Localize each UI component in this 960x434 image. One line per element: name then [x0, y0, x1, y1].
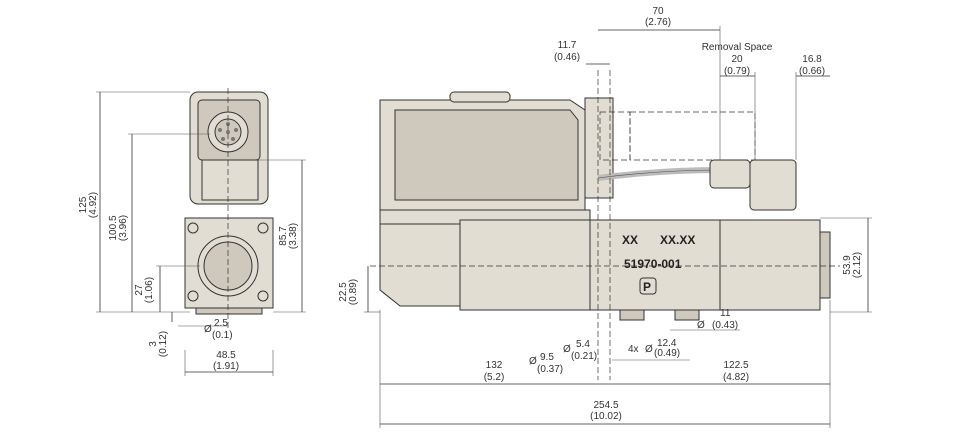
dim-48-5-in: (1.91): [213, 361, 239, 372]
dim-16-8: 16.8: [802, 54, 822, 65]
removal-space-outline: [629, 111, 756, 161]
connector-pins: [218, 122, 238, 141]
valve-body-side: [589, 219, 721, 311]
dim-20-in: (0.79): [724, 66, 750, 77]
marking-xx: XX: [622, 233, 638, 247]
dim-48-5: 48.5: [216, 350, 236, 361]
dim-27-in: (1.06): [144, 277, 155, 303]
dim-132-in: (5.2): [484, 372, 505, 383]
dim-9-5: 9.5: [540, 352, 554, 363]
dim-125: 125: [78, 196, 89, 213]
mounting-bolt: [257, 222, 269, 234]
dim-dia-9-5-symbol: Ø: [529, 356, 537, 367]
mounting-bolt: [187, 222, 199, 234]
side-view: XX XX.XX 51970-001 P 70 (2.76) 11.7 (0.4…: [338, 6, 872, 428]
dim-dia-5-4-symbol: Ø: [563, 344, 571, 355]
dim-9-5-in: (0.37): [537, 364, 563, 375]
removal-space-label: Removal Space: [702, 42, 773, 53]
solenoid-left: [379, 223, 461, 307]
dim-11: 11: [720, 308, 731, 319]
dim-4x: 4x: [628, 344, 639, 355]
dim-122-5: 122.5: [723, 360, 748, 371]
dim-100-5: 100.5: [108, 215, 119, 240]
dim-3-in: (0.12): [158, 331, 169, 357]
marking-part-number: 51970-001: [624, 257, 682, 271]
dim-2-5: 2.5: [214, 318, 228, 329]
plug-connector: [584, 97, 614, 199]
dim-5-4: 5.4: [576, 339, 590, 350]
dim-3: 3: [148, 341, 159, 347]
dim-53-9-in: (2.12): [852, 252, 863, 278]
dim-12-4: 12.4: [657, 338, 677, 349]
dim-12-4-in: (0.49): [654, 348, 680, 359]
dim-22-5-in: (0.89): [348, 279, 359, 305]
front-view: 125 (4.92) 100.5 (3.96) 85.7 (3.38) 27 (…: [78, 88, 306, 376]
dim-132: 132: [486, 360, 503, 371]
dim-85-7: 85.7: [278, 226, 289, 246]
dim-11-7: 11.7: [558, 40, 577, 51]
dim-11-in: (0.43): [712, 320, 738, 331]
solenoid-right: [719, 219, 821, 311]
dim-dia-11-symbol: Ø: [697, 320, 705, 331]
dim-2-5-in: (0.1): [212, 330, 233, 341]
dim-85-7-in: (3.38): [288, 223, 299, 249]
dim-254-5: 254.5: [593, 400, 618, 411]
dim-254-5-in: (10.02): [590, 411, 622, 422]
dim-122-5-in: (4.82): [723, 372, 749, 383]
dim-27: 27: [134, 284, 145, 296]
dim-53-9: 53.9: [842, 255, 853, 275]
dim-70-in: (2.76): [645, 17, 671, 28]
mounting-bolt: [187, 290, 199, 302]
marking-p-port: P: [643, 280, 651, 294]
dim-125-in: (4.92): [88, 192, 99, 218]
dim-100-5-in: (3.96): [118, 215, 129, 241]
dim-dia-12-4-symbol: Ø: [645, 344, 653, 355]
dim-22-5: 22.5: [338, 282, 349, 302]
cable-connector: [709, 159, 751, 189]
dim-20: 20: [731, 54, 743, 65]
dim-70: 70: [652, 6, 664, 17]
dim-16-8-in: (0.66): [799, 66, 825, 77]
dim-5-4-in: (0.21): [571, 351, 597, 362]
dim-11-7-in: (0.46): [554, 52, 580, 63]
mounting-bolt: [257, 290, 269, 302]
dim-dia-2-5-symbol: Ø: [204, 324, 212, 335]
marking-xx-xx: XX.XX: [660, 233, 695, 247]
